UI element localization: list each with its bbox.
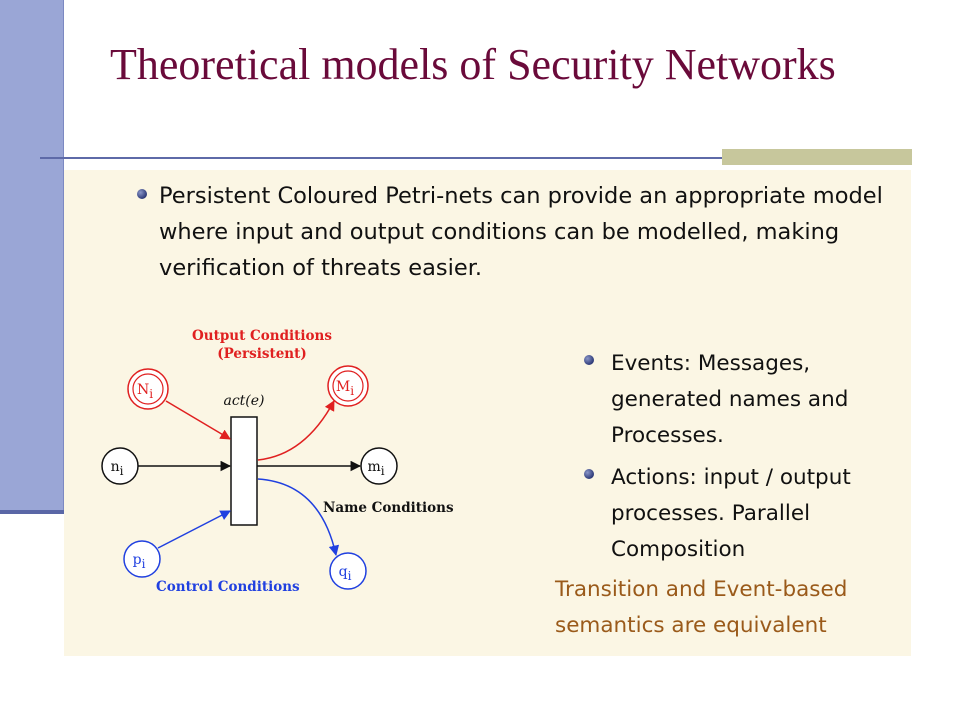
- arc-p-to-transition: [157, 510, 231, 549]
- transition-box: [230, 416, 258, 526]
- svg-text:ni: ni: [111, 459, 124, 478]
- place-q: qi: [329, 552, 367, 590]
- left-bar-shadow: [0, 510, 64, 514]
- bullet-icon: [584, 355, 594, 365]
- output-conditions-label: Output Conditions: [192, 328, 332, 344]
- svg-text:Mi: Mi: [336, 379, 354, 398]
- events-bullet-text: Events: Messages, generated names and Pr…: [611, 351, 849, 448]
- place-M: Mi: [327, 365, 369, 407]
- arc-N-to-transition: [165, 400, 231, 440]
- slide-title: Theoretical models of Security Networks: [110, 40, 836, 89]
- title-rule-accent: [722, 149, 912, 165]
- name-conditions-label: Name Conditions: [323, 500, 454, 516]
- place-m: mi: [360, 447, 398, 485]
- svg-text:pi: pi: [133, 552, 146, 571]
- bullet-icon: [137, 189, 147, 199]
- actions-bullet-text: Actions: input / output processes. Paral…: [611, 465, 851, 562]
- left-decorative-bar: [0, 0, 64, 512]
- petri-net-diagram: Output Conditions (Persistent) act(e) Ni…: [101, 328, 454, 595]
- transition-label: act(e): [223, 393, 264, 409]
- svg-text:Ni: Ni: [137, 382, 153, 401]
- persistent-label: (Persistent): [217, 346, 306, 362]
- bullet-icon: [584, 469, 594, 479]
- intro-bullet-text: Persistent Coloured Petri-nets can provi…: [159, 183, 883, 281]
- place-p: pi: [123, 540, 161, 578]
- conclusion-text: Transition and Event-based semantics are…: [555, 577, 848, 638]
- arc-transition-to-q: [257, 478, 340, 557]
- control-conditions-label: Control Conditions: [156, 579, 300, 595]
- svg-text:mi: mi: [367, 459, 384, 478]
- arc-transition-to-M: [257, 400, 335, 461]
- svg-text:qi: qi: [339, 564, 352, 583]
- place-n: ni: [101, 447, 139, 485]
- place-N: Ni: [127, 368, 169, 410]
- slide-content-panel: [64, 170, 911, 656]
- title-rule: [40, 157, 910, 159]
